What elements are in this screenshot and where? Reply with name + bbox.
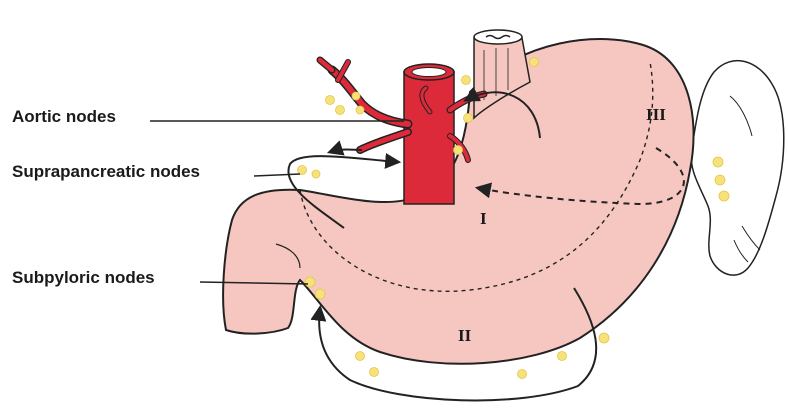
aortic-nodes-label: Aortic nodes — [12, 107, 116, 127]
suprapancreatic-nodes-label: Suprapancreatic nodes — [12, 162, 200, 182]
suprapancreatic-leader-line — [254, 174, 300, 176]
region-label-iii: III — [646, 105, 666, 124]
aorta-icon — [404, 64, 454, 204]
region-label-ii: II — [458, 326, 472, 345]
stomach-icon — [223, 39, 693, 364]
subpyloric-nodes-label: Subpyloric nodes — [12, 268, 155, 288]
spleen-icon — [691, 61, 784, 275]
region-label-i: I — [480, 209, 487, 228]
